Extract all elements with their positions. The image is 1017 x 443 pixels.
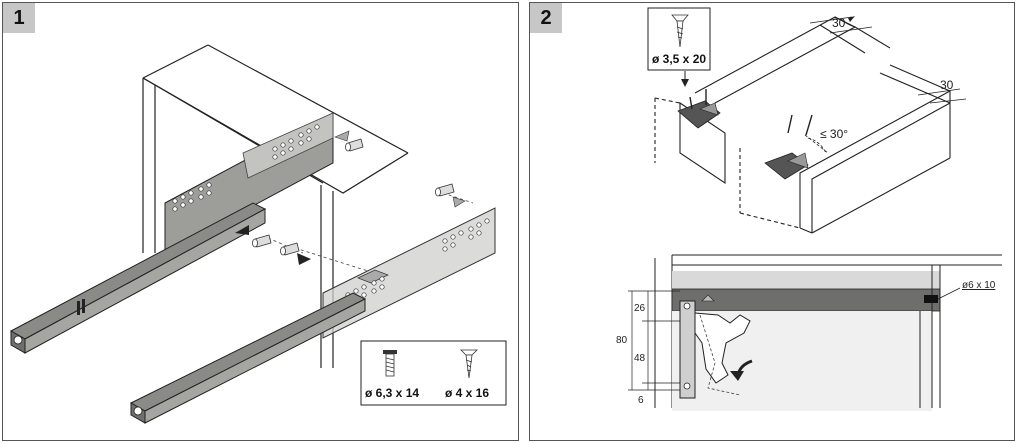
drawer-cross-section [654, 254, 1002, 411]
drawer-lock-right [764, 152, 809, 180]
dimension-label-26: 26 [634, 303, 646, 314]
hole-leader-line [937, 287, 961, 300]
width-dimension-1 [809, 16, 873, 34]
screw-icon [280, 242, 300, 256]
screw-icon [460, 349, 478, 379]
screw-icon [671, 14, 689, 48]
step-2-badge: 2 [530, 3, 562, 33]
left-drawer-rail [9, 202, 267, 354]
screw-icon [252, 234, 272, 248]
mounting-screws [689, 89, 813, 136]
screw-icon [345, 138, 364, 152]
left-plate-holes [172, 124, 320, 212]
screw-size-label: ø 3,5 x 20 [652, 52, 706, 66]
hole-dimension-label: ø6 x 10 [962, 280, 996, 291]
dimension-label-30-right: 30 [940, 78, 954, 92]
screw-legend-box: ø 3,5 x 20 [647, 7, 711, 87]
screw-icon [435, 183, 455, 197]
angle-indicator [804, 134, 829, 154]
screw-legend-box: ø 6,3 x 14 ø 4 x 16 [360, 340, 507, 406]
step-1-illustration: ø 6,3 x 14 ø 4 x 16 [9, 44, 507, 424]
screw-size-label-a: ø 6,3 x 14 [365, 386, 419, 400]
drawer-lock-left [677, 100, 721, 129]
screw-size-label-b: ø 4 x 16 [445, 386, 489, 400]
step-1-panel: 1 [2, 2, 519, 441]
screw-icon [383, 350, 397, 377]
height-dimensions [628, 290, 680, 391]
dimension-label-80: 80 [616, 335, 628, 346]
angle-label: ≤ 30° [820, 127, 848, 141]
step-2-illustration: ø 3,5 x 20 [616, 7, 1002, 411]
dimension-label-48: 48 [634, 353, 646, 364]
dimension-label-6: 6 [638, 395, 644, 406]
width-dimension-2 [917, 88, 967, 104]
arrow-left-icon [334, 130, 350, 142]
drawer-box [654, 16, 951, 234]
arrow-left-icon [235, 225, 249, 235]
step-1-badge: 1 [3, 3, 35, 33]
cabinet-frame [142, 44, 409, 368]
right-drawer-rail [129, 292, 367, 424]
mounting-screws [235, 130, 466, 265]
arrow-right-icon [297, 253, 311, 265]
arrow-down-icon [681, 79, 689, 87]
dimension-label-30-top: 30 [832, 16, 846, 30]
step-2-panel: 2 ø 3,5 x 20 [529, 2, 1015, 441]
arrow-right-icon [452, 196, 466, 208]
